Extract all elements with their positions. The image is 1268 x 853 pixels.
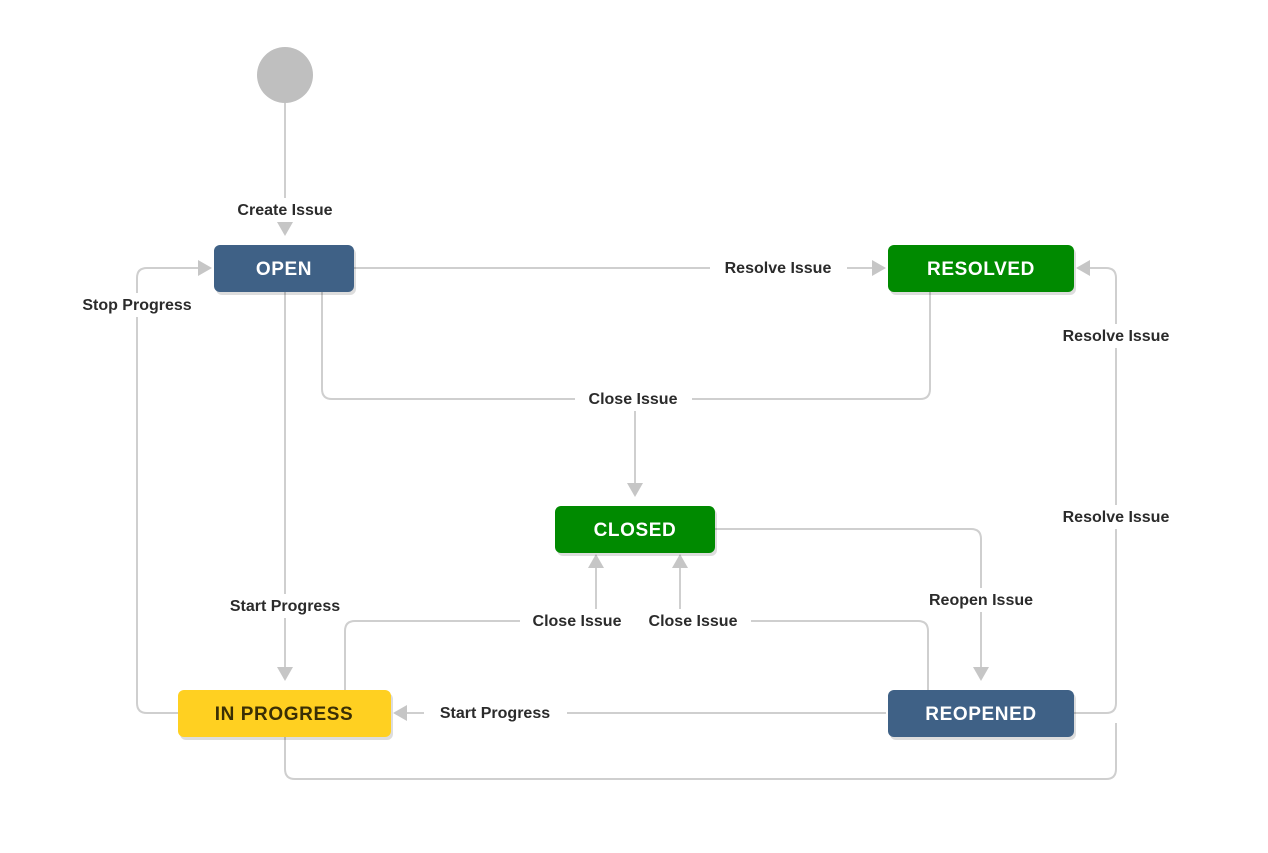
edge-label-text: Resolve Issue [1063, 509, 1170, 526]
arrowhead-stop-progress [198, 260, 212, 276]
edge-label-start-progress-open: Start Progress [213, 594, 358, 618]
edge-label-reopen-issue: Reopen Issue [914, 588, 1048, 612]
edge-close-issue-inprogress [344, 568, 597, 690]
node-resolved-rect[interactable] [888, 245, 1074, 292]
edge-labels-layer: Create Issue Resolve Issue Stop Progress… [67, 198, 1185, 725]
start-circle-icon [257, 47, 313, 103]
node-reopened[interactable]: REOPENED [888, 690, 1076, 740]
edge-close-issue-open [321, 292, 635, 400]
node-resolved[interactable]: RESOLVED [888, 245, 1076, 295]
node-reopened-rect[interactable] [888, 690, 1074, 737]
edge-close-issue-reopened [679, 568, 929, 690]
edge-label-text: Resolve Issue [1063, 328, 1170, 345]
node-in-progress[interactable]: IN PROGRESS [178, 690, 393, 740]
edge-label-text: Start Progress [440, 705, 550, 722]
arrowhead-start-progress-open [277, 667, 293, 681]
edge-close-issue-resolved [635, 292, 931, 400]
edge-label-text: Resolve Issue [725, 260, 832, 277]
edge-resolve-issue-inprogress [284, 723, 1117, 780]
arrowhead-close-issue-drop [627, 483, 643, 497]
edge-label-close-issue-open: Close Issue [575, 387, 692, 411]
edge-label-text: Close Issue [589, 391, 678, 408]
arrowhead-create-issue [277, 222, 293, 236]
node-reopened-label: REOPENED [925, 704, 1036, 725]
node-resolved-label: RESOLVED [927, 259, 1035, 280]
edge-label-text: Stop Progress [82, 297, 191, 314]
edge-label-resolve-issue-inprogress: Resolve Issue [1048, 505, 1185, 529]
edge-stop-progress [136, 267, 198, 714]
node-open-label: OPEN [256, 259, 312, 280]
arrowhead-reopen-issue [973, 667, 989, 681]
node-closed[interactable]: CLOSED [555, 506, 717, 556]
node-open[interactable]: OPEN [214, 245, 356, 295]
arrowhead-start-progress-reopened [393, 705, 407, 721]
node-open-rect[interactable] [214, 245, 354, 292]
edge-label-text: Reopen Issue [929, 592, 1033, 609]
edge-label-resolve-issue-reopened: Resolve Issue [1048, 324, 1185, 348]
node-closed-rect[interactable] [555, 506, 715, 553]
node-in-progress-label: IN PROGRESS [215, 704, 354, 725]
nodes-layer: OPEN RESOLVED CLOSED IN PROGRESS REO [178, 245, 1076, 740]
arrowhead-resolve-issue-open [872, 260, 886, 276]
edge-label-resolve-issue-open: Resolve Issue [710, 256, 847, 280]
edge-label-text: Close Issue [649, 613, 738, 630]
arrowhead-close-issue-reopened [672, 554, 688, 568]
node-in-progress-rect[interactable] [178, 690, 391, 737]
edge-label-stop-progress: Stop Progress [67, 293, 209, 317]
start-node [257, 47, 313, 103]
arrowhead-close-issue-inprogress [588, 554, 604, 568]
edge-label-start-progress-reopened: Start Progress [424, 701, 567, 725]
edge-label-text: Close Issue [533, 613, 622, 630]
edge-label-close-issue-reopened: Close Issue [636, 609, 751, 633]
edge-resolve-issue-reopened [1074, 267, 1117, 714]
edge-label-text: Start Progress [230, 598, 340, 615]
edge-label-text: Create Issue [237, 202, 332, 219]
node-closed-label: CLOSED [594, 520, 677, 541]
edge-reopen-issue [715, 528, 982, 667]
edge-label-create-issue: Create Issue [222, 198, 348, 222]
edge-label-close-issue-inprogress: Close Issue [520, 609, 635, 633]
arrowhead-resolve-issue-reopened [1076, 260, 1090, 276]
